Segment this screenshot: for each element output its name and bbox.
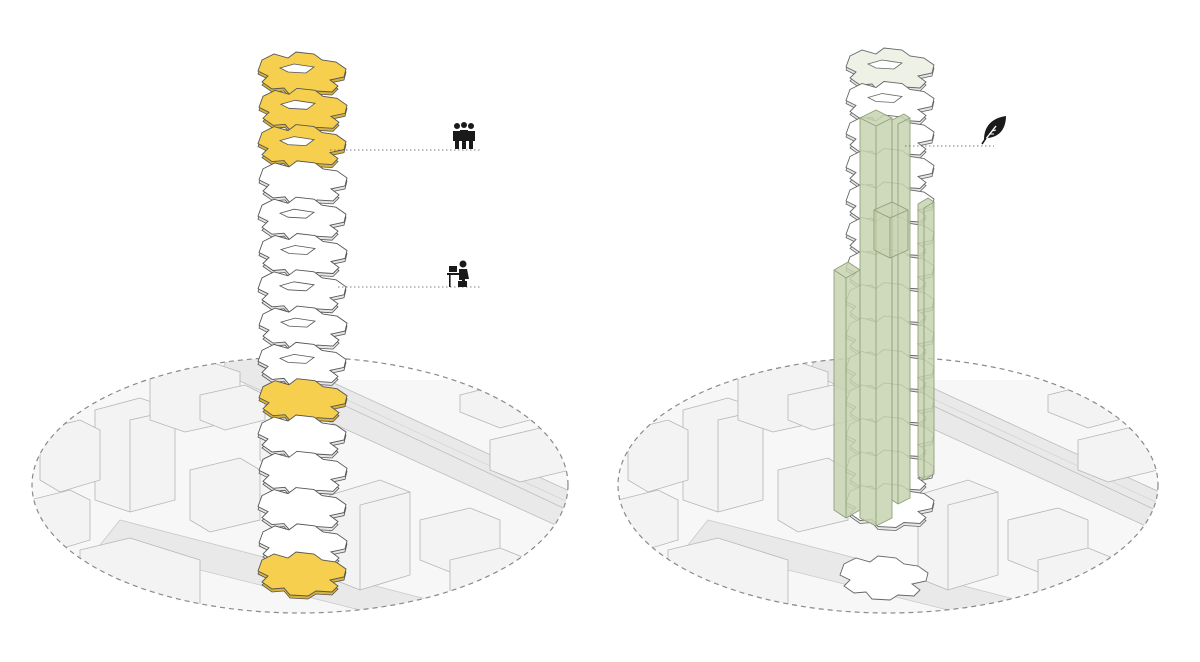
urban-context-left [32,357,568,613]
garden-column-left [833,261,861,519]
garden-atrium-cube [873,201,909,259]
floor-stack-left [257,51,348,600]
site-boundary-left [31,356,569,614]
person-at-desk-icon [447,260,469,287]
community-group-icon [453,122,475,149]
leaf-icon [981,116,1006,145]
garden-column-center-left [859,109,893,527]
garden-column-right [917,197,935,481]
vertical-garden-diagram [617,47,1159,614]
program-diagram [31,51,569,614]
vertical-garden-volumes [833,109,935,527]
garden-column-center-right [891,113,911,505]
